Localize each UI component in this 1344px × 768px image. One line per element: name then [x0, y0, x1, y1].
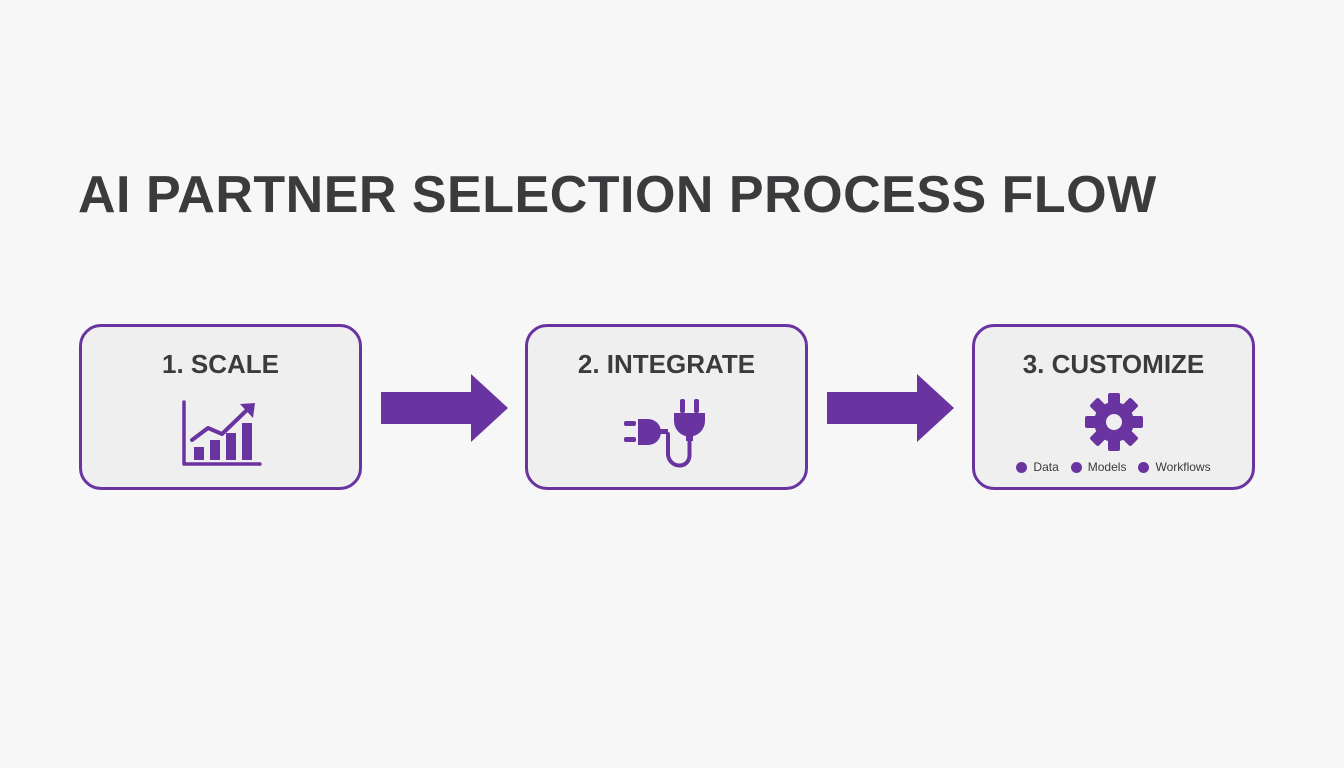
- tag-label: Workflows: [1155, 460, 1211, 474]
- arrow-right-icon: [381, 374, 508, 442]
- tag-label: Models: [1087, 460, 1127, 474]
- gear-icon: [1084, 393, 1143, 451]
- step-label-integrate: 2. INTEGRATE: [577, 349, 756, 379]
- step-integrate: 2. INTEGRATE: [525, 324, 808, 490]
- step-scale: 1. SCALE: [79, 324, 362, 490]
- arrow-right-icon: [827, 374, 954, 442]
- bullet-dot-icon: [1070, 461, 1082, 473]
- step-label-customize: 3. CUSTOMIZE: [1022, 349, 1205, 379]
- tag-data: Data: [1016, 460, 1059, 474]
- bullet-dot-icon: [1016, 461, 1028, 473]
- tag-models: Models: [1070, 460, 1127, 474]
- step-customize: 3. CUSTOMIZE Data Models Workflows: [972, 324, 1255, 490]
- diagram-title: AI PARTNER SELECTION PROCESS FLOW: [78, 166, 1157, 224]
- step-label-scale: 1. SCALE: [161, 349, 280, 379]
- plug-icon: [623, 399, 705, 468]
- customize-tags: Data Models Workflows: [975, 460, 1252, 474]
- growth-chart-icon: [181, 400, 262, 466]
- tag-workflows: Workflows: [1138, 460, 1211, 474]
- bullet-dot-icon: [1138, 461, 1150, 473]
- tag-label: Data: [1033, 460, 1059, 474]
